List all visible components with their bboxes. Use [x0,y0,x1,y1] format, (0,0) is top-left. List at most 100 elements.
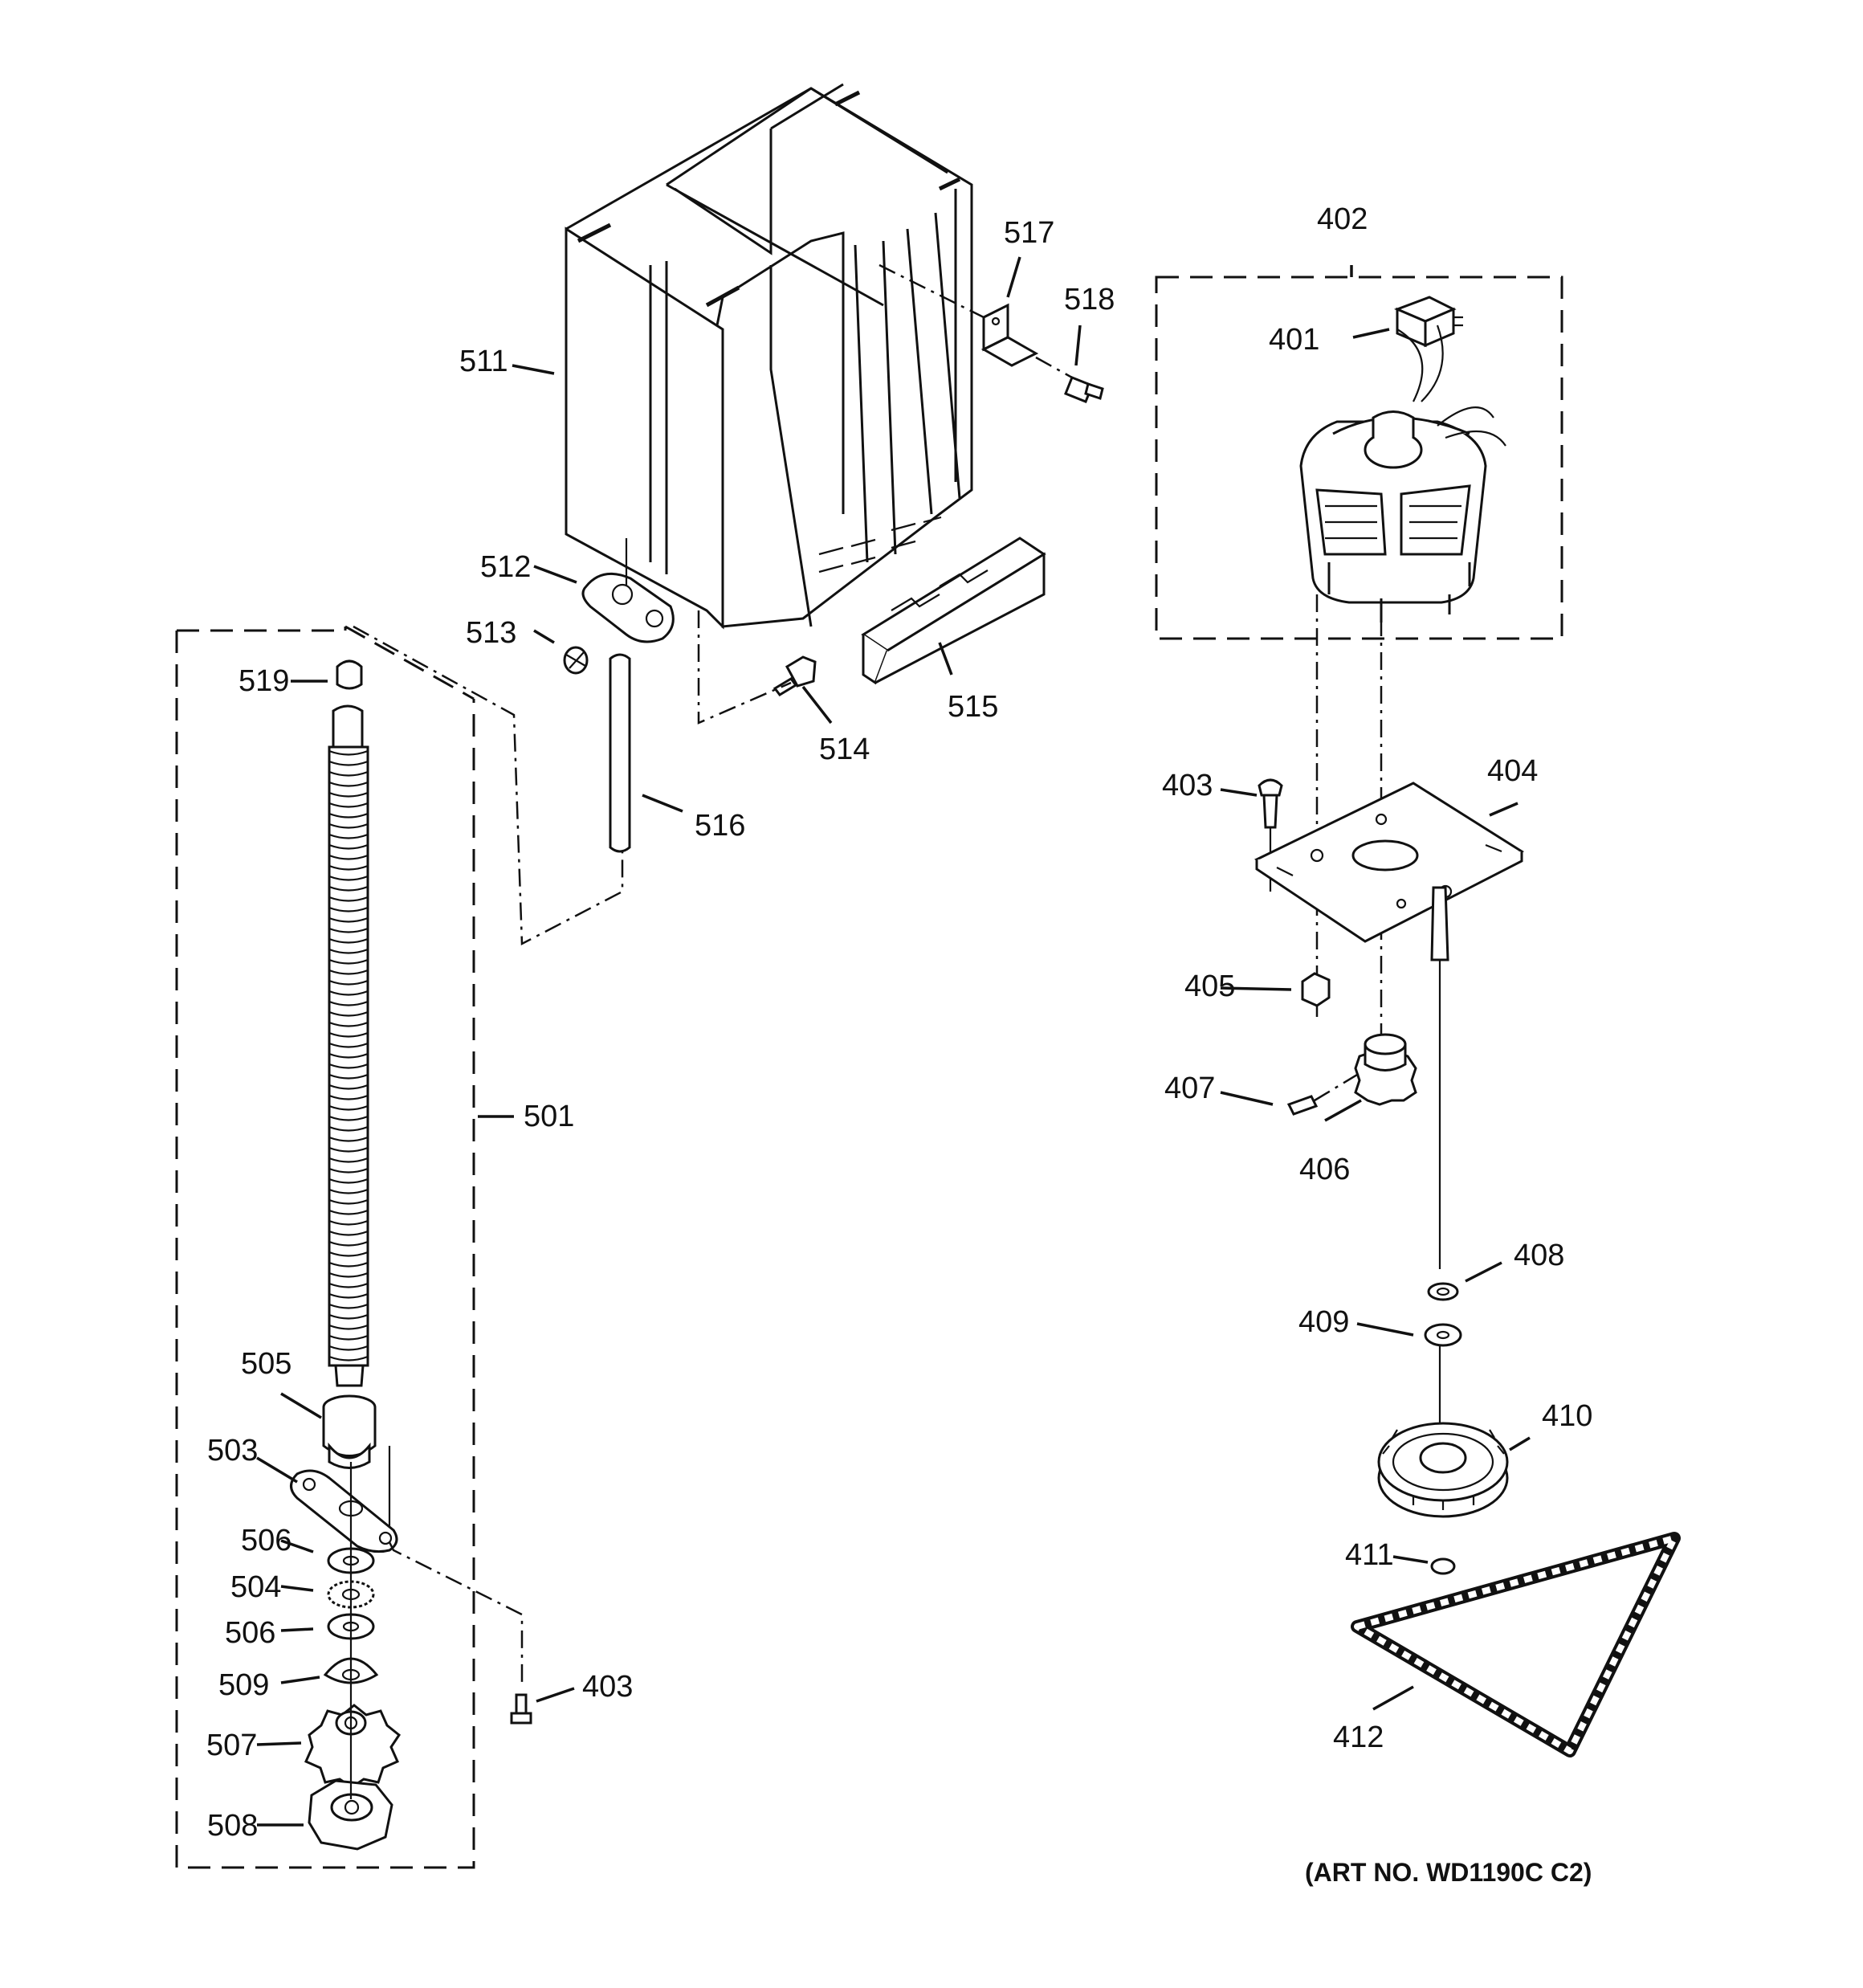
label-514: 514 [819,733,870,766]
screw-518 [1064,376,1104,403]
label-511: 511 [459,345,508,378]
thread-ridge [328,1240,369,1247]
label-504: 504 [230,1570,281,1604]
sprocket-507 [304,1704,402,1789]
thread-ridge [328,1261,369,1268]
label-409: 409 [1298,1305,1349,1339]
label-410: 410 [1542,1399,1592,1433]
stud-bolt [1430,886,1449,1269]
washer-411 [1430,1557,1456,1575]
thread-ridge [328,916,369,923]
set-screw-407 [1286,1095,1319,1116]
thread-ridge [328,864,369,871]
bucket-housing [565,83,973,630]
thread-ridge [328,1115,369,1121]
bushing-505 [322,1394,377,1469]
motor-402 [1299,325,1506,623]
thread-ridge [328,781,369,787]
label-513: 513 [466,616,516,650]
clip-517 [980,303,1039,367]
label-412: 412 [1333,1721,1384,1754]
thread-ridge [328,823,369,829]
thread-ridge [328,1198,369,1205]
thread-ridge [328,990,369,996]
label-505: 505 [241,1347,291,1381]
mount-plate-404 [1254,782,1525,943]
label-405: 405 [1184,970,1235,1003]
label-507: 507 [206,1729,257,1762]
nut-405 [1301,972,1331,1007]
thread-ridge [328,1146,369,1153]
thread-ridge [328,1063,369,1069]
thread-ridge [328,1031,369,1038]
label-408: 408 [1514,1239,1564,1272]
nut-519 [336,659,363,690]
rod-516 [609,653,631,853]
thread-ridge [328,749,369,756]
screw-403-left [510,1693,532,1725]
label-515: 515 [948,690,998,724]
chain-412 [1351,1532,1681,1757]
label-501: 501 [524,1100,574,1133]
thread-ridge [328,791,369,798]
thread-ridge [328,812,369,818]
label-411: 411 [1345,1538,1394,1572]
thread-ridge [328,1251,369,1257]
thread-ridge [328,1313,369,1320]
bolt-514 [773,655,817,696]
thread-ridge [328,1272,369,1278]
thread-ridge [328,1136,369,1142]
thread-ridge [328,854,369,860]
label-518: 518 [1064,283,1115,316]
thread-ridge [328,1021,369,1027]
thread-ridge [328,979,369,986]
thread-ridge [328,1230,369,1236]
washer-409 [1424,1323,1462,1347]
bracket-515 [861,537,1046,685]
thread-ridge [328,1104,369,1111]
label-403-right: 403 [1162,769,1213,802]
label-508: 508 [207,1809,258,1843]
label-519: 519 [238,664,289,698]
label-506-bottom: 506 [225,1616,275,1650]
thread-ridge [328,906,369,912]
label-406: 406 [1299,1153,1350,1186]
thread-ridge [328,802,369,808]
thread-ridge [328,770,369,777]
washer-408 [1427,1282,1459,1301]
thread-ridge [328,948,369,954]
thread-ridge [328,1334,369,1341]
thread-ridge [328,1052,369,1059]
washer-513 [563,646,589,675]
hex-nut-508 [308,1779,393,1851]
thread-ridge [328,937,369,944]
thread-ridge [328,1084,369,1090]
label-401: 401 [1269,323,1319,357]
thread-ridge [328,1345,369,1351]
thread-ridge [328,1073,369,1080]
part-labels: 511 512 513 514 515 516 517 518 519 501 … [206,202,1592,1887]
thread-ridge [328,1167,369,1174]
thread-ridge [328,969,369,975]
label-516: 516 [695,809,745,843]
thread-ridge [328,1188,369,1194]
thread-ridge [328,1303,369,1309]
thread-ridge [328,843,369,850]
thread-ridge [328,760,369,766]
thread-ridge [328,1324,369,1330]
thread-ridge [328,927,369,933]
label-403-left: 403 [582,1670,633,1704]
thread-ridge [328,833,369,839]
label-509: 509 [218,1668,269,1702]
pivot-block-512 [581,538,675,643]
thread-ridge [328,885,369,892]
thread-ridge [328,1355,369,1361]
thread-ridge [328,1292,369,1299]
thread-ridge [328,1000,369,1006]
gear-410 [1377,1422,1509,1518]
thread-ridge [328,1125,369,1132]
thread-ridge [328,1042,369,1048]
thread-ridge [328,1010,369,1017]
thread-ridge [328,1178,369,1184]
